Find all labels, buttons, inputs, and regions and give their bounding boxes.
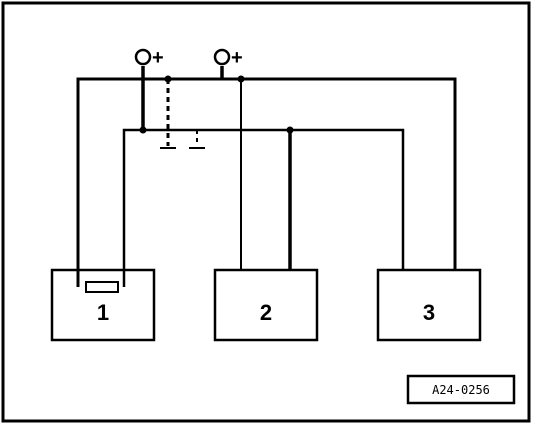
diagram-frame [1, 1, 531, 423]
wire-top-loop [76, 77, 457, 270]
terminal-left-plus: + [152, 47, 164, 69]
wire-second-level [122, 128, 405, 287]
component-1: 1 [50, 268, 156, 342]
component-3: 3 [376, 268, 482, 342]
component-2-label: 2 [260, 300, 272, 325]
terminal-right-plus: + [231, 47, 243, 69]
junction-dot [237, 75, 245, 83]
resistor-symbol [85, 281, 119, 293]
terminal-left: + [134, 47, 164, 69]
terminal-right-circle [213, 48, 231, 66]
component-1-label: 1 [97, 300, 109, 325]
junction-dot [286, 126, 294, 134]
junction-dot [164, 75, 172, 83]
wiring [76, 66, 457, 288]
terminal-left-circle [134, 48, 152, 66]
junction-dot [139, 126, 147, 134]
component-3-label: 3 [423, 300, 435, 325]
reference-code: A24-0256 [406, 374, 516, 405]
reference-code-box [406, 374, 516, 405]
component-2-box [213, 268, 319, 342]
junctions [139, 75, 294, 134]
component-3-box [376, 268, 482, 342]
reference-code-label: A24-0256 [432, 383, 490, 397]
component-2: 2 [213, 268, 319, 342]
component-1-box [50, 268, 156, 342]
terminal-right: + [213, 47, 243, 69]
